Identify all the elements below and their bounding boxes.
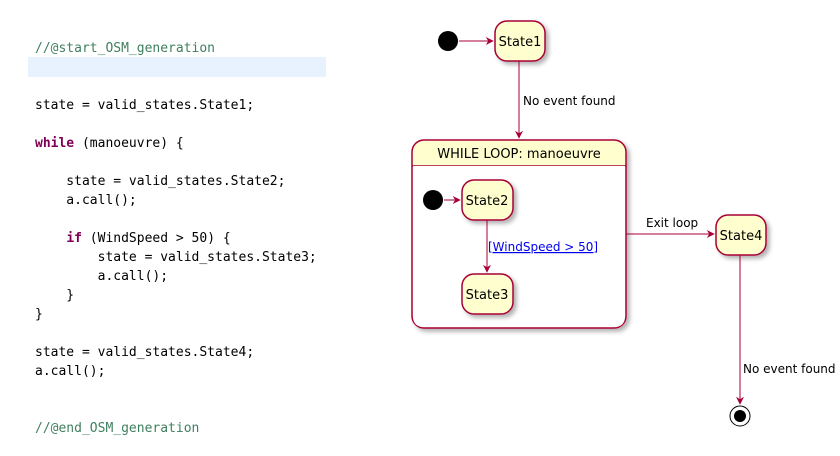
- code-line-state4: state = valid_states.State4;: [35, 345, 255, 360]
- state4-label: State4: [720, 229, 763, 244]
- code-line-call2: a.call();: [35, 269, 169, 284]
- keyword-if: if: [66, 231, 82, 246]
- while-condition: (manoeuvre) {: [74, 136, 184, 151]
- code-line-while: while (manoeuvre) {: [35, 136, 184, 152]
- composite-state-while-loop[interactable]: WHILE LOOP: manoeuvre: [411, 139, 627, 329]
- initial-node: [438, 31, 458, 51]
- code-line-state2: state = valid_states.State2;: [35, 174, 286, 189]
- code-line-state3: state = valid_states.State3;: [35, 250, 317, 265]
- composite-title: WHILE LOOP: manoeuvre: [437, 147, 600, 162]
- code-line-call3: a.call();: [35, 364, 106, 379]
- current-line-highlight: [28, 57, 326, 77]
- state2-label: State2: [466, 194, 509, 209]
- state3-label: State3: [466, 288, 509, 303]
- state1-label: State1: [499, 35, 542, 50]
- inner-initial-node: [423, 190, 443, 210]
- code-line-if: if (WindSpeed > 50) {: [35, 231, 231, 247]
- code-line-close-if: }: [35, 288, 75, 303]
- transition-label-exit-loop: Exit loop: [646, 216, 698, 230]
- code-end-comment: //@end_OSM_generation: [35, 421, 200, 436]
- guard-label-windspeed[interactable]: [WindSpeed > 50]: [488, 240, 598, 254]
- transition-label-no-event-2: No event found: [743, 362, 836, 376]
- code-line-call1: a.call();: [35, 193, 137, 208]
- code-editor: //@start_OSM_generation state = valid_st…: [0, 0, 340, 456]
- keyword-while: while: [35, 136, 75, 151]
- state-state2[interactable]: State2: [461, 179, 514, 221]
- if-condition: (WindSpeed > 50) {: [81, 231, 231, 246]
- code-line-state1: state = valid_states.State1;: [35, 98, 255, 113]
- code-line-close-while: }: [35, 307, 43, 322]
- final-node: [729, 405, 751, 427]
- state-state4[interactable]: State4: [715, 214, 767, 256]
- code-start-comment: //@start_OSM_generation: [35, 41, 216, 56]
- state-state1[interactable]: State1: [494, 20, 546, 62]
- state-state3[interactable]: State3: [461, 273, 514, 315]
- transition-label-no-event-1: No event found: [523, 94, 616, 108]
